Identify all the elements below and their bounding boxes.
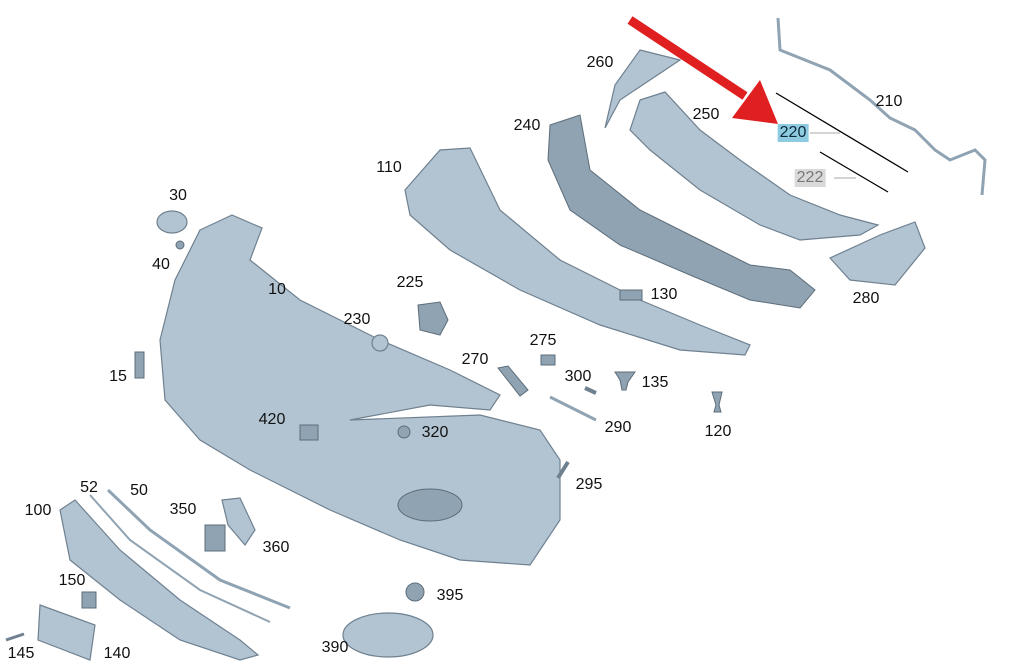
- part-250-grille: [629, 91, 880, 241]
- label-120: 120: [704, 423, 732, 440]
- part-120-clip: [711, 391, 723, 413]
- label-220-highlighted: 220: [777, 124, 809, 142]
- label-230: 230: [343, 311, 371, 328]
- part-150: [81, 591, 97, 609]
- label-290: 290: [604, 419, 632, 436]
- red-arrow-icon: [627, 16, 778, 124]
- label-295: 295: [575, 476, 603, 493]
- label-50: 50: [130, 482, 148, 499]
- label-225: 225: [396, 274, 424, 291]
- part-300: [584, 386, 597, 395]
- part-270: [497, 365, 529, 397]
- part-225-sensor: [417, 301, 449, 336]
- label-395: 395: [436, 587, 464, 604]
- label-52: 52: [80, 479, 98, 496]
- label-420: 420: [258, 411, 286, 428]
- part-135-clip: [614, 371, 636, 391]
- part-275: [540, 354, 556, 366]
- label-350: 350: [169, 501, 197, 518]
- label-30: 30: [169, 187, 187, 204]
- label-145: 145: [7, 645, 35, 662]
- part-15: [134, 351, 145, 379]
- part-350-bracket: [221, 497, 256, 546]
- part-320-screw: [397, 425, 411, 439]
- part-420: [299, 424, 319, 441]
- label-222-greyed: 222: [794, 169, 826, 187]
- part-240-carrier: [547, 114, 816, 309]
- divider-line: [819, 151, 889, 193]
- label-260: 260: [586, 54, 614, 71]
- label-270: 270: [461, 351, 489, 368]
- label-390: 390: [321, 639, 349, 656]
- label-40: 40: [152, 256, 170, 273]
- part-390-grille-insert: [342, 612, 434, 658]
- part-52-trim-strip: [89, 494, 271, 623]
- part-100-lower-grille: [59, 499, 260, 661]
- label-135: 135: [641, 374, 669, 391]
- part-40: [175, 240, 185, 250]
- label-360: 360: [262, 539, 290, 556]
- part-210-wire-harness: [776, 17, 987, 196]
- part-260: [604, 49, 682, 129]
- label-240: 240: [513, 117, 541, 134]
- part-290: [549, 395, 597, 422]
- label-210: 210: [875, 93, 903, 110]
- label-10: 10: [268, 281, 286, 298]
- label-110: 110: [376, 159, 402, 176]
- part-295: [556, 460, 570, 480]
- label-280: 280: [852, 290, 880, 307]
- label-130: 130: [650, 286, 678, 303]
- part-360: [204, 524, 226, 552]
- label-250: 250: [692, 106, 720, 123]
- part-50-trim-strip: [106, 488, 291, 610]
- label-275: 275: [529, 332, 557, 349]
- part-280-bracket: [829, 221, 926, 286]
- label-300: 300: [564, 368, 592, 385]
- label-140: 140: [103, 645, 131, 662]
- part-10-foglamp-opening: [397, 488, 463, 522]
- part-10-bumper: [159, 214, 561, 566]
- part-130: [619, 289, 643, 301]
- label-150: 150: [58, 572, 86, 589]
- part-395: [405, 582, 425, 602]
- label-320: 320: [421, 424, 449, 441]
- part-230-ring: [371, 334, 389, 352]
- part-110-underbody: [404, 147, 751, 356]
- part-145-screw: [5, 632, 25, 642]
- label-15: 15: [109, 368, 127, 385]
- part-140-plate-holder: [37, 604, 96, 661]
- label-100: 100: [24, 502, 52, 519]
- part-30-emblem: [156, 210, 188, 234]
- divider-line: [775, 92, 909, 173]
